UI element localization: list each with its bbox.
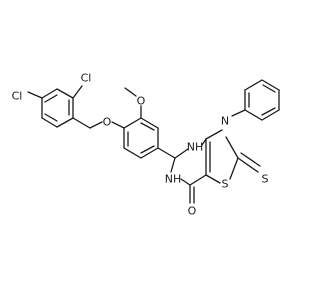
bond	[244, 109, 263, 121]
atom-label-o-carbonyl: O	[188, 205, 197, 218]
bond	[140, 117, 159, 129]
bond	[170, 157, 176, 173]
bond	[225, 136, 239, 159]
atom-label-o-ether: O	[103, 116, 112, 129]
bond	[157, 147, 176, 159]
bond	[140, 122, 155, 131]
atom-label-nh-lower: NH	[165, 173, 182, 186]
bond	[261, 107, 276, 116]
bond	[44, 94, 58, 103]
bond	[237, 157, 259, 173]
bond	[229, 157, 239, 180]
atom-label-n-phenyl: N	[221, 115, 229, 128]
bond	[56, 88, 74, 99]
bond	[205, 174, 221, 184]
bond	[240, 152, 261, 167]
bond	[231, 109, 246, 117]
bond	[56, 117, 74, 128]
bonds-layer	[27, 79, 280, 204]
atom-label-cl-ortho: Cl	[81, 72, 92, 85]
bond	[261, 79, 280, 91]
bond	[262, 84, 276, 93]
bond	[174, 148, 189, 159]
bond	[123, 117, 142, 129]
bond	[72, 117, 91, 129]
atom-label-o-methoxy: O	[137, 95, 146, 108]
atom-label-cl-para: Cl	[12, 90, 23, 103]
bond	[205, 129, 223, 140]
bond	[123, 147, 142, 159]
bond	[244, 79, 263, 91]
bond	[201, 138, 207, 146]
bond	[180, 178, 191, 186]
atom-label-s-thione: S	[262, 173, 269, 186]
chemical-structure-diagram: Cl Cl O O NH N NH S S O	[12, 72, 280, 218]
bond	[140, 147, 159, 159]
bond	[89, 121, 103, 129]
bond	[189, 174, 207, 186]
molecule-canvas: Cl Cl O O NH N NH S S O	[11, 71, 280, 218]
bond	[72, 85, 83, 99]
bond	[44, 113, 58, 122]
bond	[27, 91, 43, 99]
atom-label-s-ring: S	[222, 178, 229, 191]
atom-label-nh-upper: NH	[187, 141, 204, 154]
bond	[41, 117, 58, 128]
bond	[41, 88, 58, 99]
bond	[111, 121, 125, 129]
bond	[140, 145, 155, 154]
bond	[261, 109, 280, 121]
atom-labels-layer: Cl Cl O O NH N NH S S O	[12, 72, 269, 218]
bond	[124, 87, 137, 97]
